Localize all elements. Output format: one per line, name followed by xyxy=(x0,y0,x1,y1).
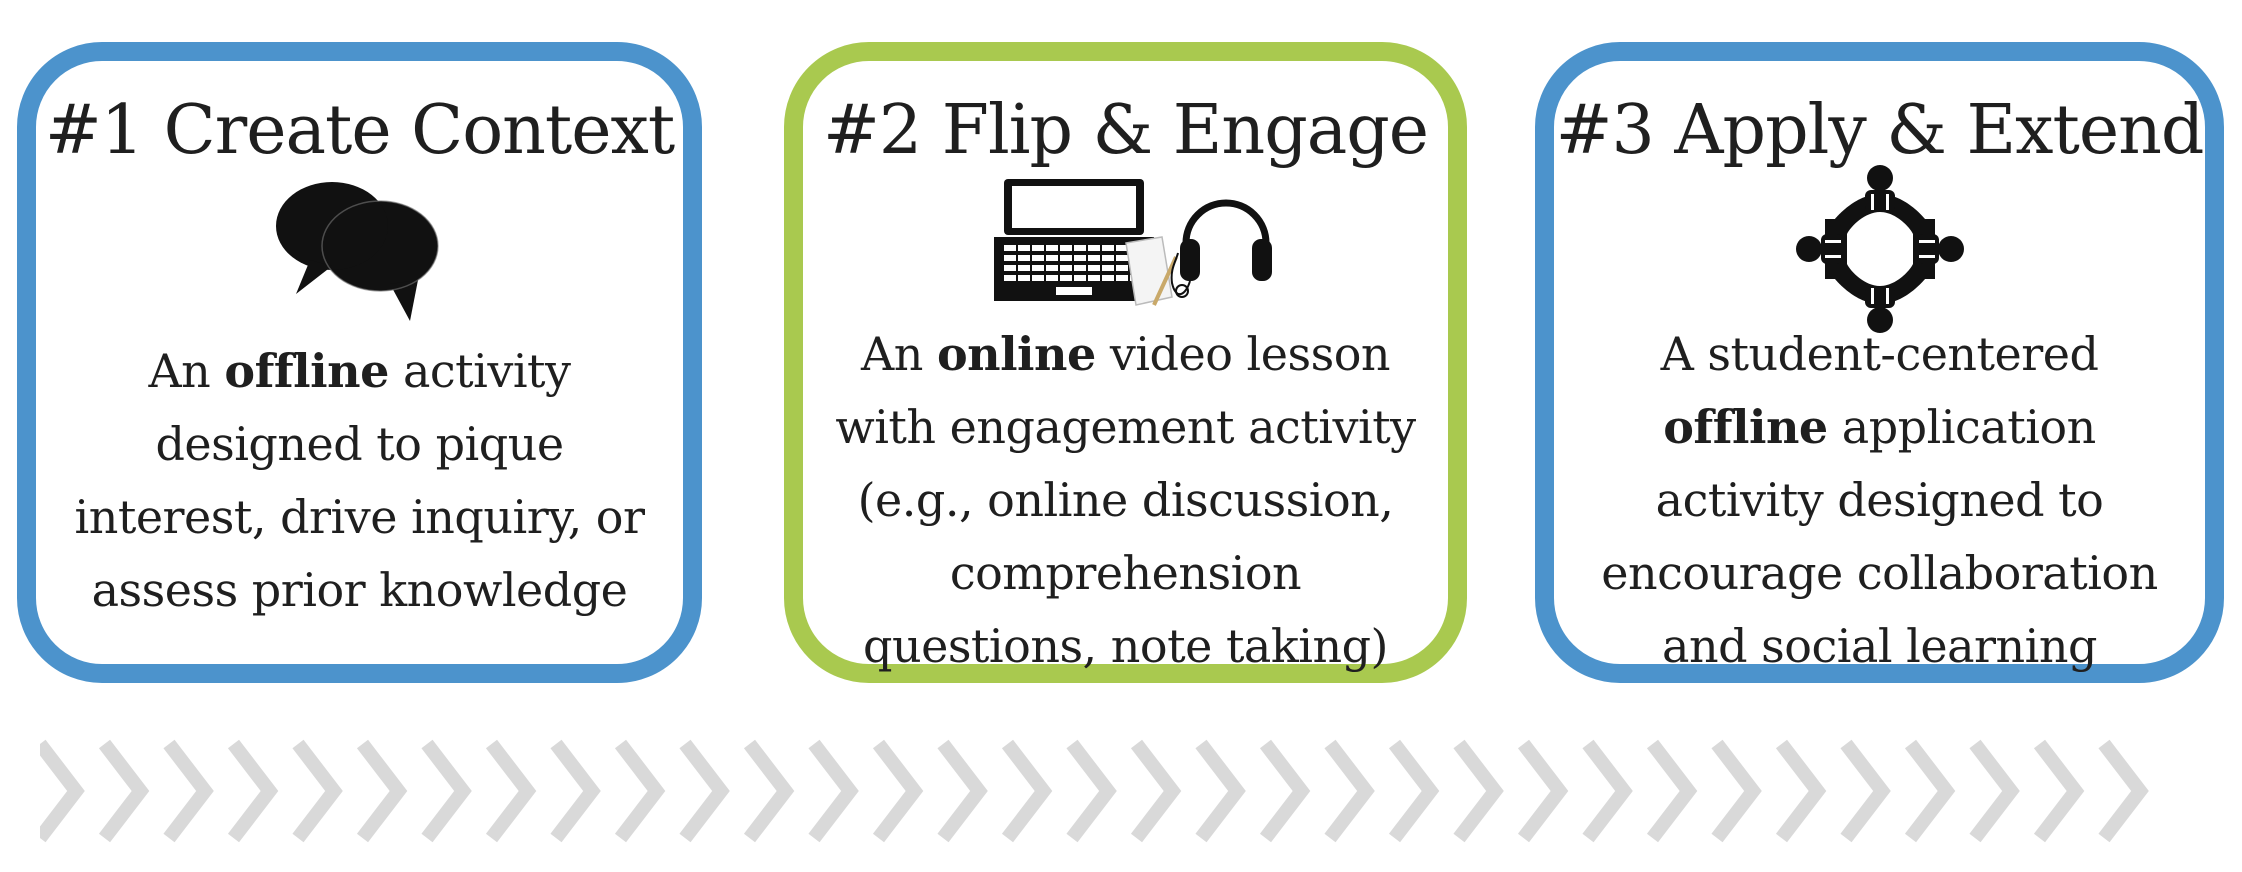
chevron-right-icon xyxy=(1001,739,1053,843)
chevron-right-icon xyxy=(1324,739,1375,843)
chevron-right-icon xyxy=(1388,739,1440,843)
description-line: (e.g., online discussion, xyxy=(803,464,1448,537)
description-text: and social learning xyxy=(1662,619,2097,673)
emphasis-text: offline xyxy=(224,344,389,398)
description-line: and social learning xyxy=(1554,610,2205,683)
chevron-right-icon xyxy=(1969,739,2020,843)
description-text: questions, note taking) xyxy=(863,619,1388,673)
description-text: (e.g., online discussion, xyxy=(857,473,1394,527)
chevron-right-icon xyxy=(2033,739,2085,843)
card-title: #1 Create Context xyxy=(44,91,675,170)
chevron-right-icon xyxy=(227,739,279,843)
chevron-right-icon xyxy=(679,739,730,843)
chevron-right-icon xyxy=(550,739,601,843)
description-line: An offline activity xyxy=(36,335,683,408)
description-text: An xyxy=(860,327,937,381)
chevron-right-icon xyxy=(40,739,85,843)
description-text: assess prior knowledge xyxy=(91,563,628,617)
description-line: offline application xyxy=(1554,391,2205,464)
description-line: interest, drive inquiry, or xyxy=(36,481,683,554)
chevron-right-icon xyxy=(1840,739,1891,843)
description-text: activity designed to xyxy=(1655,473,2104,527)
emphasis-text: offline xyxy=(1663,400,1828,454)
description-text: designed to pique xyxy=(155,417,564,471)
description-text: A student-centered xyxy=(1660,327,2099,381)
description-text: application xyxy=(1827,400,2096,454)
chevron-right-icon xyxy=(292,739,343,843)
card-title: #3 Apply & Extend xyxy=(1555,91,2205,170)
card-description: An online video lesson with engagement ac… xyxy=(803,318,1448,683)
description-line: assess prior knowledge xyxy=(36,554,683,627)
chevron-right-icon xyxy=(872,739,924,843)
emphasis-text: online xyxy=(936,327,1096,381)
laptop-headphones-icon xyxy=(803,173,1448,317)
card-create-context: #1 Create Context An offline activity des… xyxy=(17,42,702,683)
chevron-right-icon xyxy=(2098,739,2149,843)
description-text: video lesson xyxy=(1095,327,1391,381)
description-line: activity designed to xyxy=(1554,464,2205,537)
card-flip-engage: #2 Flip & Engage xyxy=(784,42,1467,683)
description-text: encourage collaboration xyxy=(1601,546,2158,600)
chevron-right-icon xyxy=(356,739,408,843)
chevron-arrow-strip xyxy=(40,739,2149,843)
chevron-right-icon xyxy=(1646,739,1698,843)
description-text: interest, drive inquiry, or xyxy=(74,490,646,544)
chevron-right-icon xyxy=(1453,739,1504,843)
group-collaboration-icon xyxy=(1554,164,2205,338)
description-text: An xyxy=(148,344,225,398)
description-text: comprehension xyxy=(949,546,1302,600)
chevron-right-icon xyxy=(614,739,666,843)
chevron-right-icon xyxy=(1517,739,1569,843)
chevron-right-icon xyxy=(485,739,537,843)
chevron-right-icon xyxy=(1582,739,1633,843)
chevron-right-icon xyxy=(808,739,859,843)
chevron-right-icon xyxy=(1130,739,1182,843)
chevron-right-icon xyxy=(937,739,988,843)
chevron-right-icon xyxy=(1259,739,1311,843)
description-text: with engagement activity xyxy=(835,400,1416,454)
description-text: activity xyxy=(388,344,571,398)
description-line: questions, note taking) xyxy=(803,610,1448,683)
description-line: encourage collaboration xyxy=(1554,537,2205,610)
description-line: An online video lesson xyxy=(803,318,1448,391)
card-apply-extend: #3 Apply & Extend xyxy=(1535,42,2224,683)
description-line: with engagement activity xyxy=(803,391,1448,464)
chevron-right-icon xyxy=(743,739,795,843)
chevron-right-icon xyxy=(1195,739,1246,843)
card-title: #2 Flip & Engage xyxy=(822,91,1429,170)
description-line: designed to pique xyxy=(36,408,683,481)
description-line: comprehension xyxy=(803,537,1448,610)
chevron-right-icon xyxy=(1904,739,1956,843)
card-description: An offline activity designed to pique inte… xyxy=(36,335,683,627)
description-line: A student-centered xyxy=(1554,318,2205,391)
chevron-right-icon xyxy=(98,739,150,843)
speech-bubbles-icon xyxy=(36,176,683,330)
chevron-right-icon xyxy=(1775,739,1827,843)
card-description: A student-centered offline application act… xyxy=(1554,318,2205,683)
chevron-right-icon xyxy=(1066,739,1117,843)
chevron-right-icon xyxy=(421,739,472,843)
chevron-right-icon xyxy=(1711,739,1762,843)
chevron-right-icon xyxy=(163,739,214,843)
